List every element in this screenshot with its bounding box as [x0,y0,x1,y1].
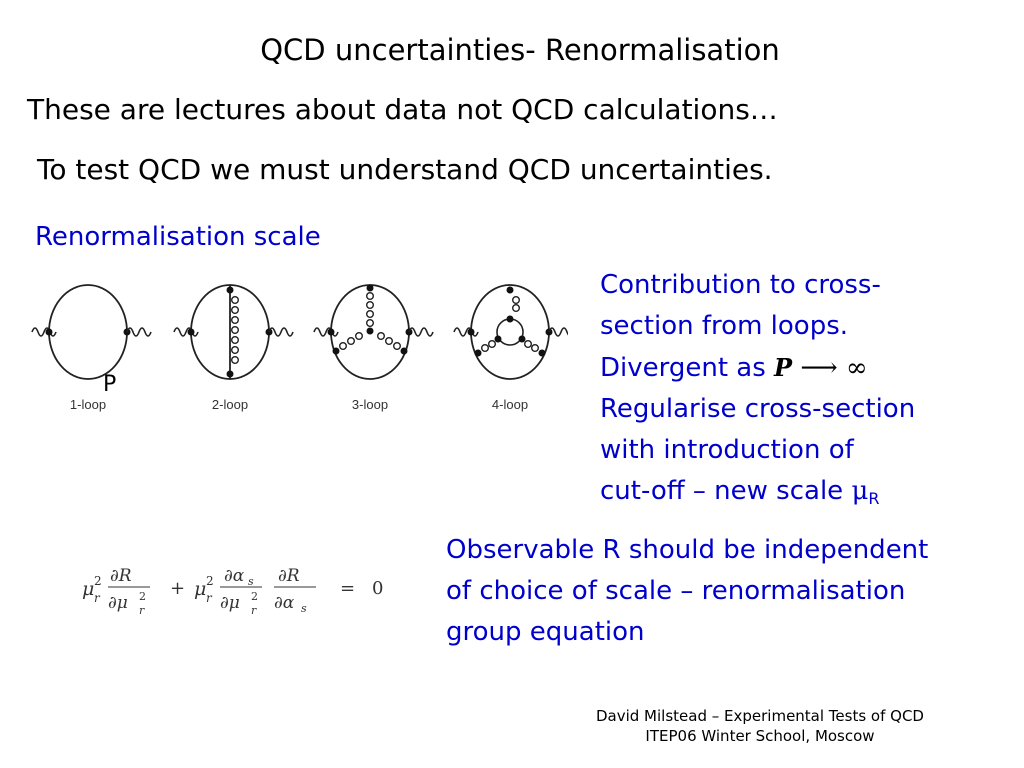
cutoff-text: cut-off – new scale [600,476,852,506]
footer-line-1: David Milstead – Experimental Tests of Q… [595,707,924,725]
slide-title: QCD uncertainties- Renormalisation [260,33,780,67]
eq-den-3: ∂α [274,593,295,613]
eq-num-1: ∂R [110,566,132,586]
intro-line-2: To test QCD we must understand QCD uncer… [37,153,773,186]
eq-sub-1: r [94,591,101,605]
eq-sub-2: r [206,591,213,605]
footer-line-2: ITEP06 Winter School, Moscow [645,727,875,745]
explanation-line-3: Divergent as P ⟶ ∞ [600,347,915,389]
eq-sup-2: 2 [206,574,214,588]
mu-subscript: R [868,489,880,508]
diagram-3-loop: 3-loop [313,284,434,412]
observable-line-2: of choice of scale – renormalisation [446,576,906,606]
loop-diagrams: 1-loop 2-loop 3-loop [31,284,568,412]
divergent-text: Divergent as [600,353,766,383]
eq-den-1: ∂μ [108,593,128,613]
diagram-2-loop: 2-loop [173,284,294,412]
math-p: P [774,353,793,382]
diagram-label-4: 4-loop [492,397,528,412]
eq-zero: 0 [372,578,383,599]
section-heading: Renormalisation scale [35,222,321,252]
eq-plus: + [170,578,185,599]
eq-den-sup-2: 2 [251,590,258,603]
explanation-line-2: section from loops. [600,311,849,341]
intro-line-1: These are lectures about data not QCD ca… [27,93,778,126]
eq-den-sub-1: r [139,604,145,617]
eq-mu-2: μ [194,578,206,600]
eq-num-2-sub: s [248,575,254,588]
diagram-4-loop: 4-loop [453,284,568,412]
eq-num-2: ∂α [224,566,245,586]
eq-den-3-sub: s [301,602,307,615]
diagram-label-2: 2-loop [212,397,248,412]
arrow-infinity: ⟶ ∞ [792,353,868,383]
eq-den-sub-2: r [251,604,257,617]
eq-den-2: ∂μ [220,593,240,613]
diagram-1-loop: 1-loop [31,284,152,412]
loop-explanation: Contribution to cross- section from loop… [600,265,915,519]
rg-equation: μ 2 r ∂R ∂μ 2 r + μ 2 r ∂α s ∂μ 2 r ∂R ∂… [82,566,383,617]
eq-num-3: ∂R [278,566,300,586]
mu-symbol: μ [851,476,869,506]
observable-line-1: Observable R should be independent [446,535,929,565]
eq-sup-1: 2 [94,574,102,588]
explanation-line-4: Regularise cross-section [600,394,916,424]
observable-line-3: group equation [446,617,645,647]
diagram-label-3: 3-loop [352,397,388,412]
momentum-label: P [103,372,117,397]
eq-equals: = [340,578,355,599]
diagram-label-1: 1-loop [70,397,106,412]
explanation-line-6: cut-off – new scale μR [600,471,915,519]
explanation-line-5: with introduction of [600,435,854,465]
eq-den-sup-1: 2 [139,590,146,603]
observable-text: Observable R should be independent of ch… [446,530,928,653]
footer: David Milstead – Experimental Tests of Q… [560,706,960,746]
eq-mu-1: μ [82,578,94,600]
explanation-line-1: Contribution to cross- [600,270,881,300]
